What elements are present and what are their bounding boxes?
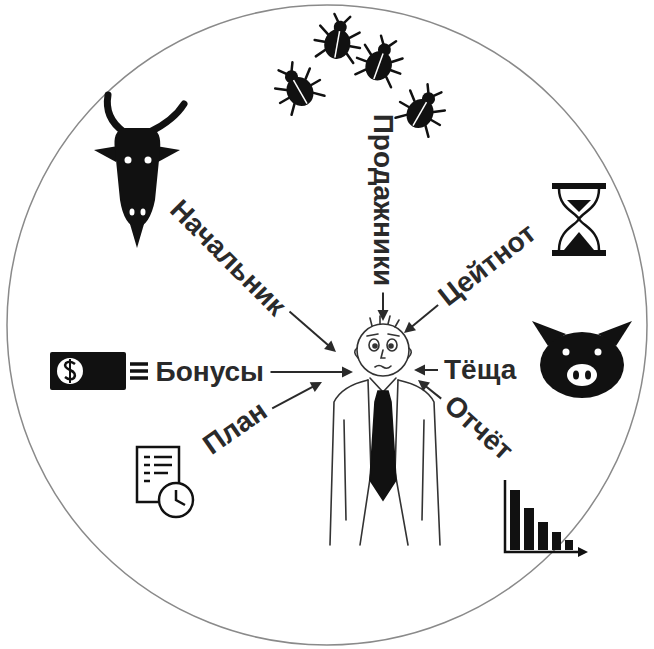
arrow-line: [424, 385, 441, 399]
arrow-line: [271, 371, 346, 373]
bug-icons: [266, 11, 455, 138]
arrow-head: [342, 367, 353, 378]
leader-arrow: [378, 293, 389, 322]
money-icon: [50, 352, 148, 390]
stressor-label: Бонусы: [156, 358, 265, 386]
arrow-head: [310, 382, 322, 392]
stressor-label: Продажники: [369, 114, 397, 287]
stressor-label: Тёща: [444, 356, 516, 384]
stressor-label: Отчёт: [439, 390, 518, 465]
pig-icon: [532, 321, 632, 398]
arrow-head: [378, 310, 389, 321]
arrow-line: [410, 305, 438, 328]
arrow-head: [418, 380, 430, 391]
chart-icon: [505, 480, 588, 557]
leader-arrow: [418, 380, 441, 399]
stressor-label: Начальник: [165, 195, 291, 321]
arrow-head: [324, 341, 336, 352]
arrow-line: [382, 293, 384, 314]
leader-arrow: [414, 365, 438, 376]
arrow-head: [414, 365, 425, 376]
arrow-line: [290, 312, 331, 347]
frame-circle: [7, 5, 647, 645]
arrow-head: [404, 322, 416, 333]
goat-icon: [94, 95, 184, 248]
plan-icon: [137, 447, 193, 517]
leader-arrow: [290, 312, 337, 352]
leader-arrow: [404, 305, 438, 333]
leader-arrow: [272, 382, 322, 408]
stressor-label: План: [198, 396, 272, 459]
arrow-line: [272, 386, 315, 409]
leader-arrow: [271, 367, 354, 378]
stressed-man: [330, 316, 440, 545]
stressor-label: Цейтнот: [433, 219, 540, 311]
hourglass-icon: [552, 183, 606, 256]
